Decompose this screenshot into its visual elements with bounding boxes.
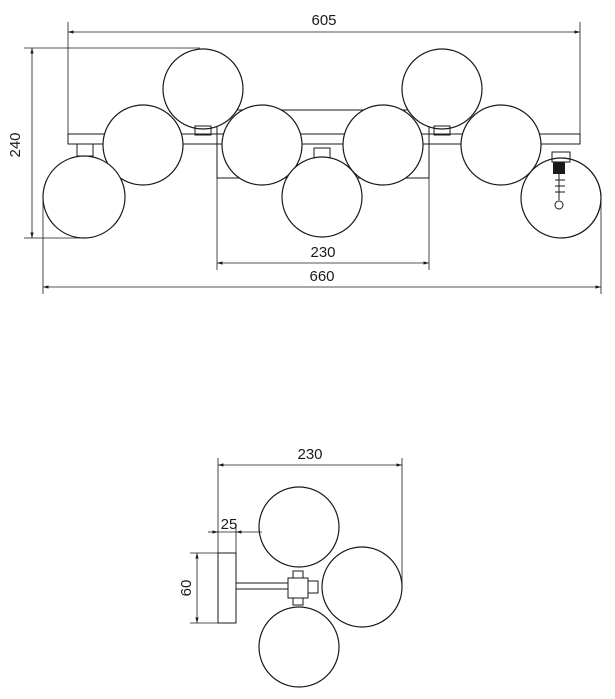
dimension-inner-box-width: 230 bbox=[216, 178, 430, 270]
globe bbox=[42, 155, 126, 239]
globe bbox=[342, 104, 424, 186]
globe bbox=[258, 606, 340, 688]
dimension-label-plate-height: 60 bbox=[178, 580, 195, 597]
globe bbox=[258, 486, 340, 568]
arm bbox=[236, 570, 319, 606]
dimension-overall-width: 660 bbox=[42, 197, 602, 294]
globe bbox=[460, 104, 542, 186]
globe bbox=[162, 48, 244, 130]
globe-connector bbox=[194, 125, 212, 136]
globe bbox=[401, 48, 483, 130]
side-view: 230 25 60 bbox=[178, 446, 403, 688]
dimension-plate-height: 60 bbox=[178, 552, 218, 624]
dimension-label-inner-box-width: 230 bbox=[310, 244, 335, 261]
globe bbox=[102, 104, 184, 186]
dimension-depth: 230 bbox=[217, 446, 403, 587]
dimension-label-overall-width: 660 bbox=[309, 268, 334, 285]
dimension-label-height: 240 bbox=[7, 132, 24, 157]
globe bbox=[321, 546, 403, 628]
globe bbox=[221, 104, 303, 186]
dimension-plate-offset: 25 bbox=[208, 516, 262, 553]
dimension-label-depth: 230 bbox=[297, 446, 322, 463]
wall-plate bbox=[217, 552, 237, 624]
dimension-top-width: 605 bbox=[67, 12, 581, 134]
globe-connector bbox=[76, 143, 94, 157]
front-view: 605 240 230 660 bbox=[7, 12, 602, 294]
dimension-height: 240 bbox=[7, 47, 200, 239]
globe bbox=[281, 156, 363, 238]
dimension-label-plate-offset: 25 bbox=[221, 516, 238, 533]
globe-connector bbox=[433, 125, 451, 136]
dimension-label-top-width: 605 bbox=[311, 12, 336, 29]
